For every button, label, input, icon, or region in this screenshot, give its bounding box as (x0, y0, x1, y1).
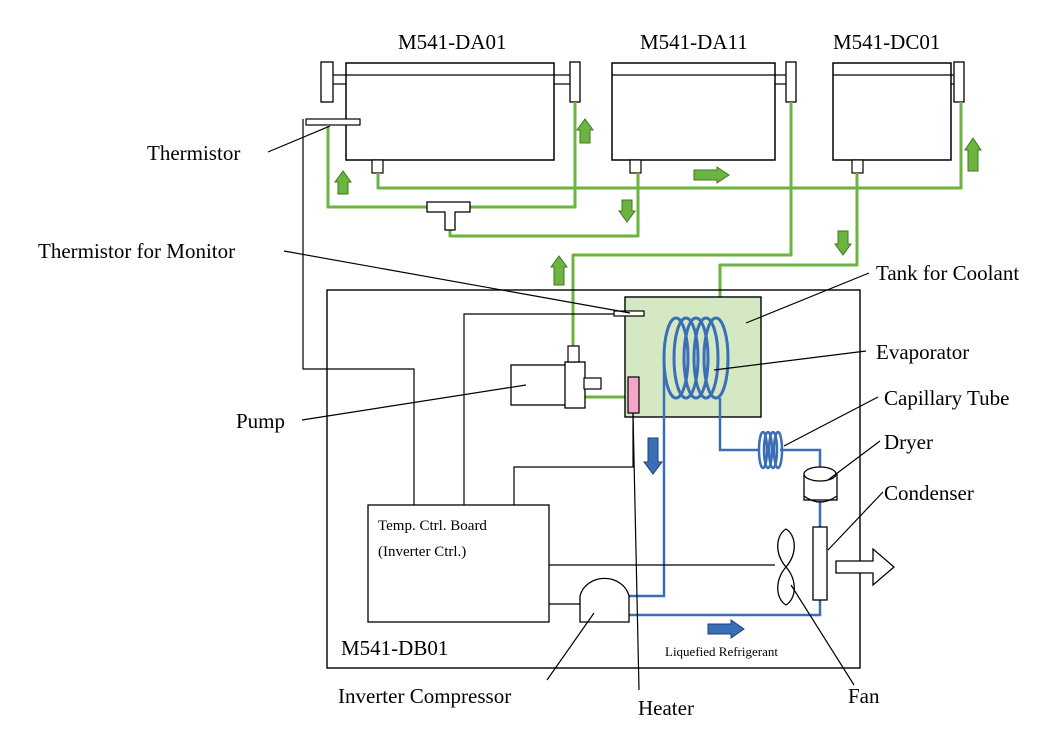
unit-dc01-label: M541-DC01 (833, 30, 940, 54)
evaporator-label: Evaporator (876, 340, 969, 364)
monitor-wire (463, 313, 614, 505)
capillary-tube (757, 430, 784, 470)
thermistor-label: Thermistor (147, 141, 240, 165)
blue-flow-arrows (643, 437, 745, 639)
unit-da11 (611, 61, 797, 174)
dryer (803, 466, 838, 503)
tank-label: Tank for Coolant (876, 261, 1019, 285)
capillary-tube-label: Capillary Tube (884, 386, 1009, 410)
heater-wire (513, 413, 634, 505)
unit-da11-label: M541-DA11 (640, 30, 748, 54)
temp-ctrl-board (367, 504, 550, 623)
heater-label: Heater (638, 696, 694, 720)
condenser (812, 526, 828, 601)
liquefied-refrigerant-label: Liquefied Refrigerant (665, 644, 778, 659)
unit-da01-label: M541-DA01 (398, 30, 507, 54)
compressor-label: Inverter Compressor (338, 684, 511, 708)
board-label-line1: Temp. Ctrl. Board (378, 518, 487, 534)
inverter-compressor (579, 577, 630, 623)
thermistor-wire (302, 119, 415, 505)
heater (627, 376, 640, 414)
fan-label: Fan (848, 684, 880, 708)
db01-label: M541-DB01 (341, 636, 448, 660)
t-joint (426, 201, 471, 231)
unit-da01 (320, 61, 581, 174)
pump-label: Pump (236, 409, 285, 433)
fan (777, 528, 795, 606)
board-label-line2: (Inverter Ctrl.) (378, 544, 466, 560)
dryer-label: Dryer (884, 430, 933, 454)
green-flow-arrows (334, 118, 982, 286)
callout-lines (267, 125, 884, 691)
unit-dc01 (832, 61, 965, 174)
refrigerant-pipes (628, 358, 822, 617)
thermistor-monitor-label: Thermistor for Monitor (38, 239, 235, 263)
pump (510, 345, 602, 409)
thermistor-for-monitor (613, 310, 645, 317)
db01-enclosure (326, 289, 861, 669)
condenser-label: Condenser (884, 481, 974, 505)
thermistor (305, 118, 361, 126)
evaporator-coil (662, 316, 730, 400)
air-outflow-arrow (835, 547, 895, 587)
